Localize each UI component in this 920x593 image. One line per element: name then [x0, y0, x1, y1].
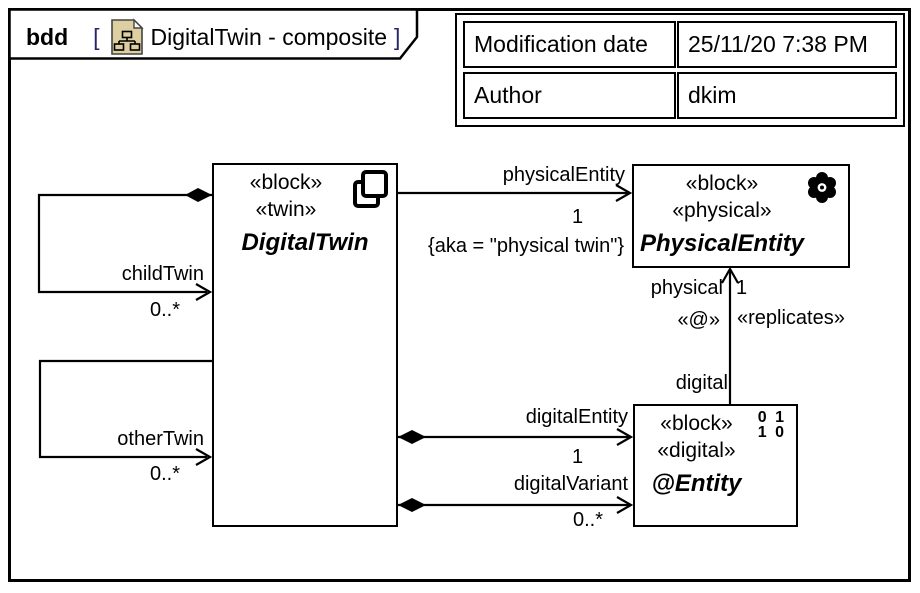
block-name: DigitalTwin [241, 229, 369, 256]
table-row: Author dkim [463, 72, 897, 119]
author-label: Author [463, 72, 676, 119]
role-digital-entity: digitalEntity [525, 406, 628, 428]
role-digital-variant: digitalVariant [513, 473, 628, 495]
atom-icon [808, 172, 836, 203]
diagram-header: bdd [ DigitalTwin - composite ] [26, 18, 407, 56]
diagram-frame [8, 8, 911, 582]
open-arrowhead [616, 496, 634, 514]
composition-diamond [398, 430, 426, 444]
composition-diamond [185, 188, 212, 202]
multiplicity: 1 [572, 206, 584, 228]
author-value: dkim [677, 72, 897, 119]
stereotype: «block» [660, 412, 733, 435]
block-name: @Entity [651, 470, 742, 497]
stereotype: «digital» [657, 439, 736, 462]
connector-digital-entity[interactable] [398, 428, 634, 446]
stereotype: «twin» [255, 198, 317, 221]
stereotype-replicates: «replicates» [737, 307, 845, 329]
modification-date-label: Modification date [463, 21, 676, 68]
stereotype: «physical» [672, 199, 772, 222]
multiplicity: 1 [572, 446, 584, 468]
role-digital: digital [675, 372, 728, 394]
diagram-title: DigitalTwin - composite [150, 23, 388, 50]
copy-icon [353, 170, 388, 208]
diagram-kind-label: bdd [26, 23, 69, 50]
close-bracket: ] [394, 23, 401, 50]
block-digital-twin[interactable]: «block» «twin» DigitalTwin [212, 163, 398, 527]
open-arrowhead [721, 266, 739, 284]
role-physical: physical [650, 277, 723, 299]
role-other-twin: otherTwin [117, 428, 204, 450]
stereotype: «block» [249, 171, 323, 194]
open-arrowhead [195, 448, 213, 466]
composition-diamond [398, 498, 426, 512]
multiplicity: 1 [736, 277, 748, 299]
role-physical-entity: physicalEntity [502, 164, 625, 186]
connector-other-twin[interactable] [38, 359, 213, 466]
stereotype: «block» [685, 172, 759, 195]
table-row: Modification date 25/11/20 7:38 PM [463, 21, 897, 68]
stereotype-at: «@» [677, 309, 720, 331]
modification-date-value: 25/11/20 7:38 PM [677, 21, 897, 68]
diagram-info-table: Modification date 25/11/20 7:38 PM Autho… [455, 13, 905, 127]
connector-digital-variant[interactable] [398, 496, 634, 514]
multiplicity: 0..* [150, 463, 181, 485]
role-child-twin: childTwin [121, 263, 204, 285]
open-bracket: [ [93, 23, 100, 50]
connector-child-twin[interactable] [37, 188, 213, 301]
multiplicity: 0..* [150, 299, 181, 321]
block-physical-entity[interactable]: «block» «physical» PhysicalEntity [632, 164, 850, 268]
open-arrowhead [615, 184, 633, 202]
open-arrowhead [616, 428, 634, 446]
multiplicity: 0..* [573, 509, 604, 531]
connector-physical-entity[interactable] [398, 184, 633, 202]
hierarchy-document-icon [110, 18, 144, 55]
constraint-aka: {aka = "physical twin"} [428, 235, 624, 257]
block-name: PhysicalEntity [639, 230, 805, 257]
connector-replicates[interactable] [721, 266, 739, 404]
open-arrowhead [195, 283, 213, 301]
